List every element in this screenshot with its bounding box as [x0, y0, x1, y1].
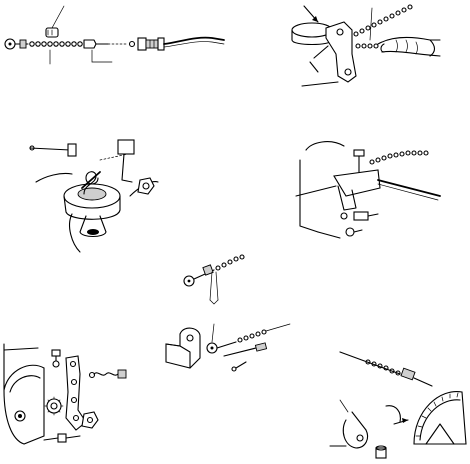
- leader-line-1: [51, 5, 65, 29]
- lever-bolt: [313, 45, 329, 59]
- leader-line: [211, 323, 215, 343]
- plate-hole-1: [69, 360, 77, 368]
- cable-run: [265, 323, 291, 332]
- clip-body: [333, 169, 381, 197]
- control-rod: [377, 179, 441, 197]
- spring-cap: [117, 369, 127, 379]
- engine-base: [317, 231, 341, 239]
- side-nut: [137, 177, 155, 195]
- panel-cable-pulley: [329, 351, 467, 459]
- lower-screw-1: [340, 212, 348, 220]
- sheathed-cable: [163, 36, 225, 45]
- cable-shank: [216, 341, 237, 349]
- cable-hook-loop: [342, 419, 369, 449]
- ball-chain: [29, 41, 83, 47]
- lower-shaft: [79, 215, 107, 238]
- engine-top: [305, 141, 345, 151]
- bracket-hole: [186, 334, 194, 342]
- hub-boss: [77, 187, 107, 201]
- lower-nut: [81, 411, 99, 429]
- cable-tip: [29, 145, 35, 151]
- pulley-teeth: [415, 392, 459, 437]
- panel-engine-clip: [295, 141, 441, 239]
- hook-wire: [351, 411, 367, 431]
- plate-hole-2: [70, 378, 78, 386]
- cable-to-pulley: [413, 377, 433, 387]
- cable-eye: [183, 275, 195, 287]
- shaft-cap: [87, 229, 99, 235]
- housing-left: [35, 172, 73, 183]
- bracket-fold: [165, 343, 191, 369]
- tension-spring: [83, 171, 99, 195]
- panel-bracket-cable-end: [165, 323, 291, 372]
- center-ball-chain: [215, 254, 245, 271]
- panel-cable-eye-spring: [183, 254, 245, 305]
- hub-body: [63, 195, 121, 220]
- shaft-guard: [69, 213, 81, 253]
- hex-nut: [137, 37, 147, 51]
- ring-center: [8, 42, 12, 46]
- upper-bracket: [117, 139, 135, 155]
- lower-cable: [223, 347, 257, 357]
- small-ring: [128, 40, 136, 48]
- tensioner-cable: [29, 147, 71, 151]
- fitting-body: [145, 39, 159, 49]
- frame-top: [3, 347, 39, 351]
- panel-cable-ball-chain: [4, 5, 225, 65]
- lower-bolt: [65, 435, 81, 439]
- panel-lever-on-reel: [291, 4, 441, 87]
- hook-eye: [356, 434, 364, 442]
- drop-wire-2: [215, 271, 219, 301]
- plate-hole-4: [72, 414, 80, 422]
- top-bolt-head: [353, 149, 365, 157]
- leader-line: [369, 7, 373, 41]
- lever-pivot: [336, 28, 344, 36]
- hand-bottom: [381, 50, 441, 57]
- drop-wire-1: [209, 271, 213, 301]
- engine-side: [299, 159, 319, 233]
- hand-knuckle: [429, 39, 436, 57]
- lower-bolt-head: [57, 433, 67, 443]
- lower-ball-chain: [355, 43, 379, 49]
- spring-arm: [81, 171, 101, 189]
- bracket-arm: [121, 153, 133, 183]
- top-washer: [52, 360, 60, 368]
- bracket-ball-chain: [237, 329, 267, 343]
- guard-rim: [9, 375, 41, 393]
- guard-spring: [93, 372, 119, 376]
- reel-ball-chain: [353, 4, 413, 37]
- engine-ledge: [295, 185, 337, 197]
- pulley-ball-chain: [365, 359, 401, 376]
- dashed-guide: [99, 153, 129, 161]
- ring-crimp: [19, 39, 27, 49]
- lower-screw-2: [345, 227, 355, 237]
- eye-crimp: [202, 264, 214, 276]
- engine-ball-chain: [369, 150, 429, 165]
- small-cylinder: [375, 447, 387, 459]
- hook-leader: [339, 399, 349, 413]
- pulley-sector: [413, 391, 467, 445]
- cable-ferrule: [67, 143, 77, 157]
- small-pin: [235, 361, 247, 369]
- panel-tensioner-hub: [29, 139, 159, 253]
- pulley-spoke: [425, 423, 455, 445]
- cable-coupling: [400, 367, 416, 381]
- wire-loop: [209, 299, 219, 305]
- panel-chain-guard-exploded: [3, 343, 127, 445]
- leader-line-3: [91, 49, 113, 63]
- lever-plate: [325, 21, 357, 83]
- top-nut: [51, 349, 61, 357]
- cable-clip: [83, 39, 97, 49]
- base-line: [301, 81, 339, 87]
- clip-leg: [337, 185, 357, 211]
- lever-hole: [344, 68, 352, 76]
- cable-tip-sleeve: [254, 342, 268, 352]
- arc-piece: [385, 405, 401, 423]
- thumb: [380, 43, 385, 53]
- plate-hole-3: [70, 396, 78, 404]
- lower-spacer: [353, 211, 369, 221]
- pulley-inner-arc: [419, 399, 461, 441]
